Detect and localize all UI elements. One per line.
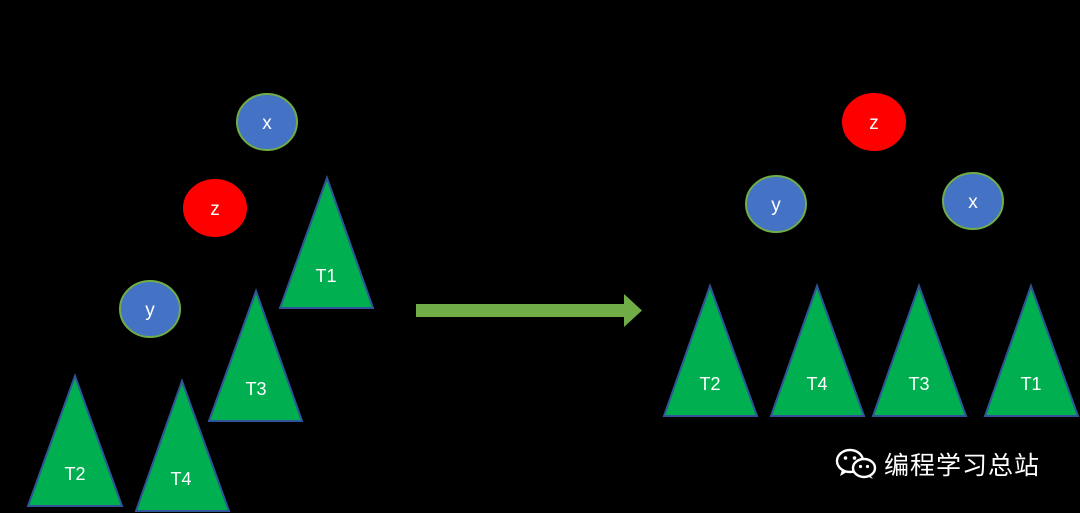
- node-x-before: x: [236, 93, 298, 151]
- node-z-after: z: [842, 93, 906, 151]
- subtree-label: T4: [806, 374, 827, 394]
- node-label: y: [771, 195, 781, 216]
- node-label: x: [262, 113, 272, 134]
- before-tree: x z y T1 T3 T2 T4: [26, 93, 375, 512]
- subtree-label: T3: [908, 374, 929, 394]
- subtree-label: T2: [699, 374, 720, 394]
- subtree-t3-after: T3: [871, 283, 968, 417]
- watermark-text: 编程学习总站: [884, 451, 1041, 480]
- node-x-after: x: [942, 172, 1004, 230]
- node-label: x: [968, 192, 978, 213]
- watermark: 编程学习总站: [834, 446, 1040, 482]
- wechat-icon: [835, 448, 877, 479]
- subtree-t2-before: T2: [26, 373, 124, 507]
- node-label: z: [210, 199, 220, 220]
- node-y-before: y: [119, 280, 181, 338]
- subtree-t1-after: T1: [983, 283, 1080, 417]
- node-label: z: [869, 113, 879, 134]
- subtree-label: T1: [1020, 374, 1041, 394]
- subtree-t2-after: T2: [662, 283, 759, 417]
- subtree-t1-before: T1: [278, 175, 375, 309]
- node-label: y: [145, 300, 155, 321]
- node-z-before: z: [183, 179, 247, 237]
- subtree-t3-before: T3: [207, 288, 304, 422]
- subtree-label: T1: [315, 266, 336, 286]
- subtree-t4-after: T4: [769, 283, 866, 417]
- after-tree: z y x T2 T4 T3 T1: [662, 93, 1080, 417]
- subtree-label: T4: [170, 469, 191, 489]
- subtree-label: T2: [64, 464, 85, 484]
- subtree-label: T3: [245, 379, 266, 399]
- right-arrow-icon: [416, 294, 642, 327]
- subtree-t4-before: T4: [134, 378, 231, 512]
- node-y-after: y: [745, 175, 807, 233]
